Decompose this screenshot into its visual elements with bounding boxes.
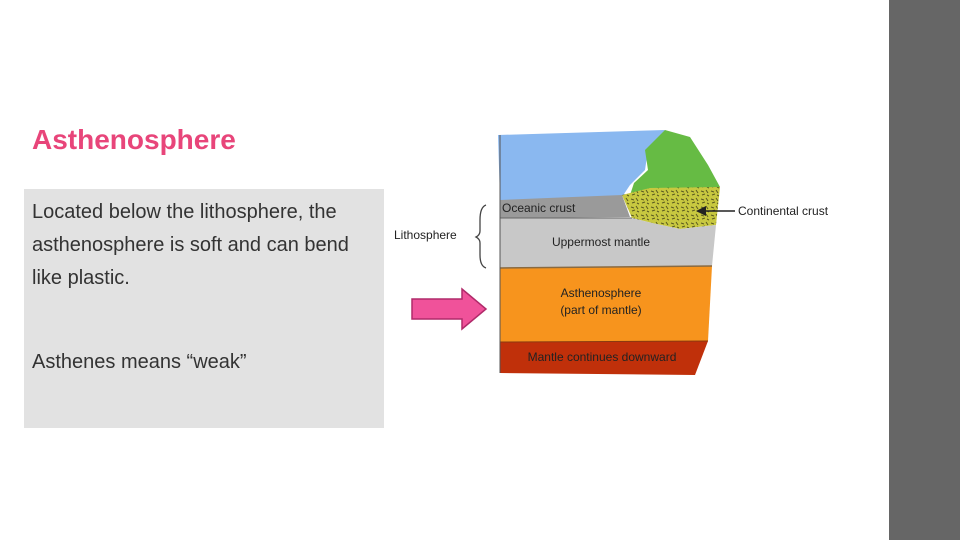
- oceanic-crust-layer: [500, 195, 630, 218]
- label-uppermost-mantle: Uppermost mantle: [552, 235, 650, 249]
- continent-land: [630, 130, 720, 195]
- text-box: [24, 189, 384, 428]
- slide-title: Asthenosphere: [32, 124, 236, 155]
- label-lithosphere: Lithosphere: [394, 228, 457, 242]
- pink-pointer-arrow: [411, 287, 488, 331]
- ocean-water: [498, 130, 665, 200]
- label-mantle-continues: Mantle continues downward: [528, 350, 677, 364]
- lower-mantle-layer: [500, 341, 708, 375]
- label-asthenosphere: Asthenosphere: [561, 286, 642, 300]
- body-paragraph-etymology: Asthenes means “weak”: [32, 351, 247, 373]
- label-oceanic-crust: Oceanic crust: [502, 201, 576, 215]
- label-part-of-mantle: (part of mantle): [560, 303, 641, 317]
- label-continental-crust: Continental crust: [738, 204, 829, 218]
- lithosphere-bracket: [474, 204, 487, 269]
- sidebar-strip: [889, 0, 960, 540]
- body-paragraph-description: Located below the lithosphere, the asthe…: [32, 201, 349, 289]
- earth-layers-diagram: Oceanic crust Lithosphere Continental cr…: [394, 130, 829, 375]
- continental-crust-layer: [622, 187, 720, 229]
- asthenosphere-layer: [500, 266, 712, 342]
- uppermost-mantle-layer: [500, 218, 716, 268]
